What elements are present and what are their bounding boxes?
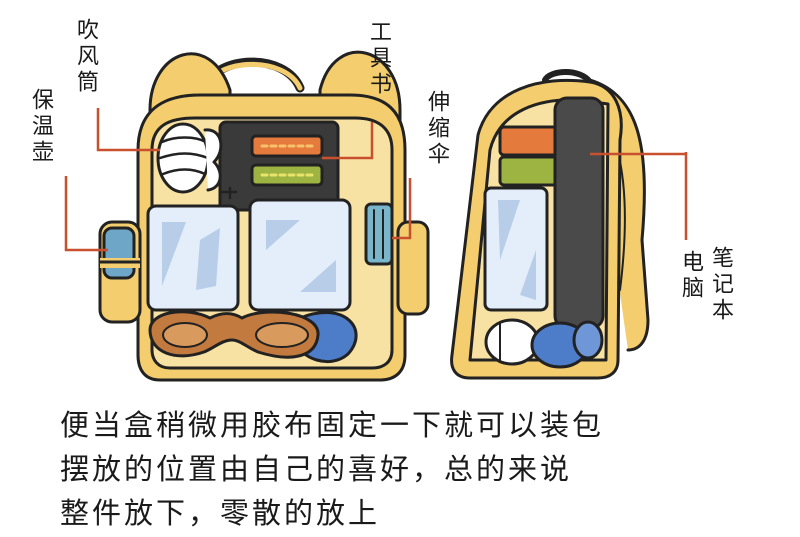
caption-line-2: 摆放的位置由自己的喜好，总的来说	[60, 452, 573, 486]
label-tool-book: 工具书	[366, 20, 391, 98]
label-laptop-col1: 笔记本	[708, 246, 733, 324]
backpack-side-icon	[450, 69, 650, 380]
label-umbrella: 伸缩伞	[424, 90, 449, 168]
leader-lines	[64, 108, 688, 252]
caption-line-1: 便当盒稍微用胶布固定一下就可以装包	[60, 408, 605, 442]
label-hair-dryer: 吹风筒	[73, 18, 98, 96]
caption-line-3: 整件放下，零散的放上	[60, 496, 381, 530]
label-thermos: 保温壶	[28, 88, 53, 166]
backpack-front-icon	[98, 50, 430, 382]
label-laptop-col2: 电脑	[678, 250, 703, 302]
